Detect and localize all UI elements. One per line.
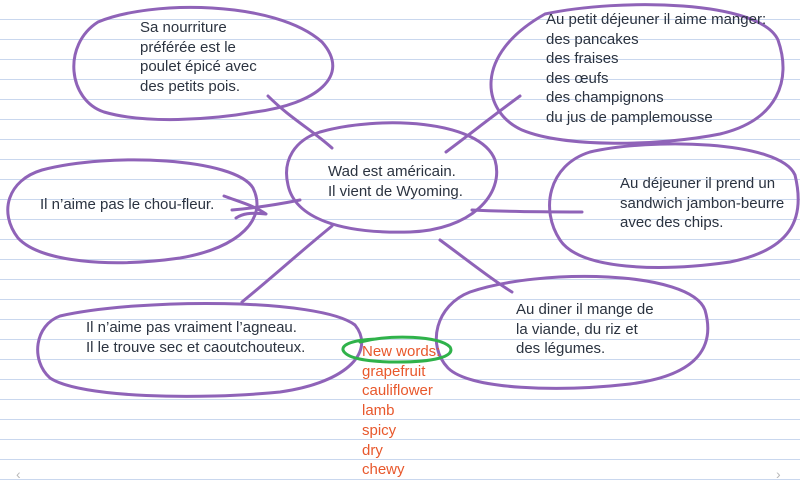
note-line: préférée est le [140,38,236,56]
bubble-outline-lamb [36,301,364,398]
new-words-title: New words: [362,343,441,360]
note-line: poulet épicé avec [140,58,257,75]
new-words-list: New words: grapefruit cauliflower lamb s… [362,342,440,480]
bubble-outline-lunch [548,142,800,269]
note-line: Au déjeuner il prend un [620,175,776,192]
vocab-word: spicy [362,421,397,439]
note-line: la viande, du riz et [516,320,638,338]
center-line: Il vient de Wyoming. [328,182,463,200]
connector-cauliflower [230,198,302,212]
note-line: sandwich jambon-beurre [620,194,785,212]
note-dinner: Au diner il mange de la viande, du riz e… [516,300,654,359]
note-line: des petits pois. [140,77,241,95]
note-food: Sa nourriture préférée est le poulet épi… [140,18,257,96]
chevron-left-icon[interactable]: ‹ [16,466,21,482]
bubble-outline-center [285,121,499,234]
connector-lamb [240,224,334,304]
note-line: Il n’aime pas le chou-fleur. [40,196,215,213]
note-line: Sa nourriture [140,19,227,36]
note-lamb: Il n’aime pas vraiment l’agneau. Il le t… [86,318,305,357]
note-line: des champignons [546,89,664,106]
note-line: des légumes. [516,340,606,357]
vocab-word: lamb [362,402,395,420]
note-line: Il n’aime pas vraiment l’agneau. [86,319,297,336]
note-line: Au petit déjeuner il aime manger: [546,11,767,28]
connector-cauliflower-hook [222,194,268,220]
bubble-outline-cauliflower [6,158,259,265]
chevron-right-icon[interactable]: › [776,466,781,482]
vocab-word: grapefruit [362,362,426,380]
vocab-word: dry [362,441,383,459]
note-line: des fraises [546,50,619,67]
vocab-word: chewy [362,461,405,479]
note-line: des œufs [546,69,609,87]
note-line: du jus de pamplemousse [546,108,713,126]
bubble-outline-breakfast [489,3,785,145]
connector-lunch [470,208,584,214]
note-lunch: Au déjeuner il prend un sandwich jambon-… [620,174,784,233]
note-breakfast: Au petit déjeuner il aime manger: des pa… [546,10,766,127]
bubble-outline-food [72,5,335,122]
note-line: Il le trouve sec et caoutchouteux. [86,338,306,356]
vocab-word: cauliflower [362,382,433,400]
center-note: Wad est américain. Il vient de Wyoming. [328,162,463,201]
connector-breakfast [444,94,522,154]
note-cauliflower: Il n’aime pas le chou-fleur. [40,195,214,215]
new-words-highlight [341,335,453,364]
connector-dinner [438,238,514,294]
note-line: Au diner il mange de [516,301,654,318]
note-line: avec des chips. [620,214,724,231]
connector-food [266,94,334,150]
center-line: Wad est américain. [328,163,456,180]
note-line: des pancakes [546,30,639,48]
